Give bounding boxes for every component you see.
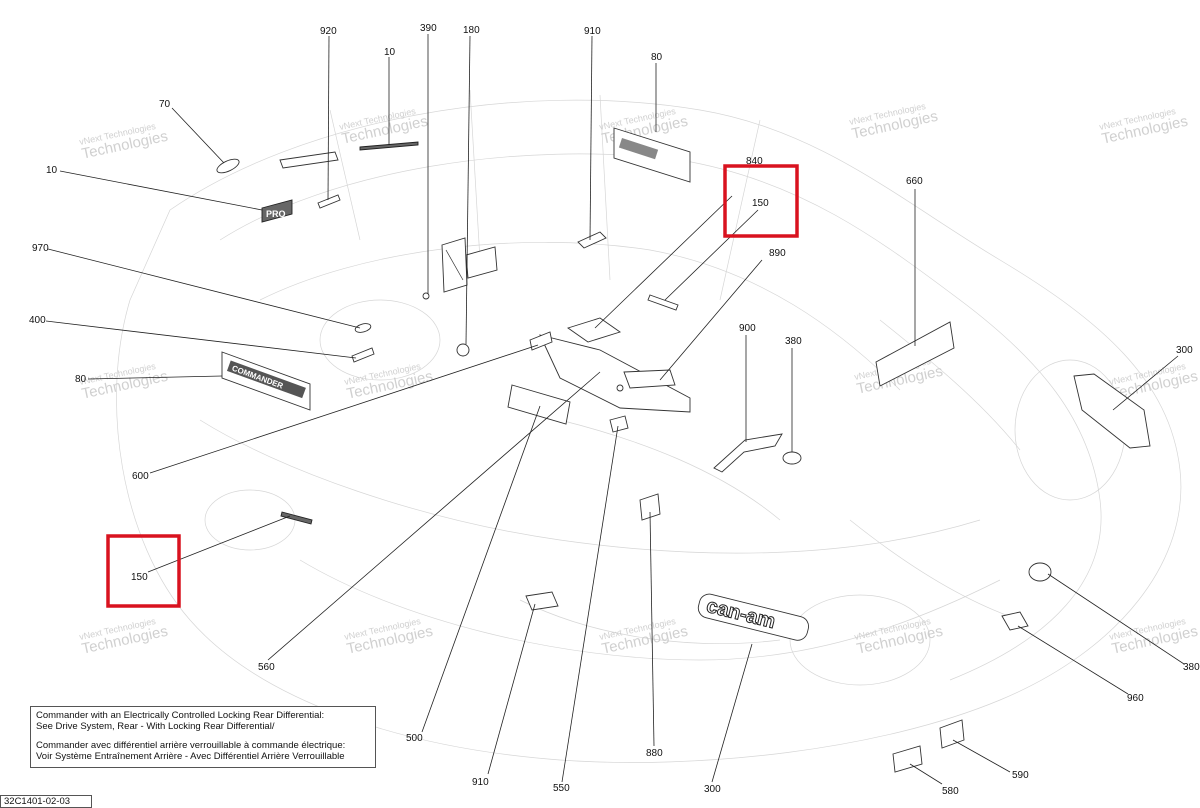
drawing-code: 32C1401-02-03: [0, 795, 92, 808]
ref-label[interactable]: 80: [75, 374, 87, 385]
decal-960[interactable]: [1001, 611, 1029, 631]
decal-920[interactable]: [279, 151, 339, 169]
decal-380-top[interactable]: [782, 451, 802, 465]
ref-label[interactable]: 150: [131, 572, 148, 583]
decal-180-disc[interactable]: [456, 343, 470, 357]
ref-label[interactable]: 390: [420, 23, 437, 34]
highlight-box-150-top: [723, 164, 799, 238]
ref-label[interactable]: 890: [769, 248, 786, 259]
decal-890[interactable]: [623, 369, 676, 389]
decal-390-hatch: [445, 249, 464, 281]
ref-label[interactable]: 900: [739, 323, 756, 334]
decal-parts: PRO COMMANDER: [215, 127, 1151, 773]
ref-label[interactable]: 920: [320, 26, 337, 37]
ref-label[interactable]: 10: [46, 165, 58, 176]
ref-label[interactable]: 960: [1127, 693, 1144, 704]
decal-910-top[interactable]: [577, 231, 607, 249]
ref-label[interactable]: 500: [406, 733, 423, 744]
decal-commander[interactable]: COMMANDER: [221, 351, 311, 411]
decal-840[interactable]: [566, 317, 622, 343]
decal-550-square[interactable]: [609, 415, 629, 433]
note-fr-line1: Commander avec différentiel arrière verr…: [36, 740, 346, 751]
decal-920-small[interactable]: [317, 194, 341, 209]
highlight-box-150-left: [106, 534, 181, 608]
ref-label[interactable]: 600: [132, 471, 149, 482]
ref-label[interactable]: 880: [646, 748, 663, 759]
ref-label[interactable]: 840: [746, 156, 763, 167]
note-en-line1: Commander with an Electrically Controlle…: [36, 710, 325, 721]
ref-label[interactable]: 580: [942, 786, 959, 797]
ref-label[interactable]: 380: [1183, 662, 1200, 673]
note-fr-line2: Voir Système Entraînement Arrière - Avec…: [36, 751, 345, 762]
decal-500[interactable]: [507, 384, 571, 425]
decal-590[interactable]: [939, 719, 965, 749]
decal-150-top[interactable]: [647, 294, 679, 311]
ref-label[interactable]: 550: [553, 783, 570, 794]
ref-label[interactable]: 910: [584, 26, 601, 37]
decal-pro[interactable]: PRO: [261, 199, 293, 223]
decal-880[interactable]: [639, 493, 661, 521]
ref-label[interactable]: 180: [463, 25, 480, 36]
decal-150-left[interactable]: [280, 511, 313, 525]
decal-70[interactable]: [215, 156, 241, 175]
ref-label[interactable]: 10: [384, 47, 396, 58]
decal-400[interactable]: [351, 347, 375, 363]
ref-label[interactable]: 590: [1012, 770, 1029, 781]
ref-label[interactable]: 300: [704, 784, 721, 795]
vehicle-ghost-outline: [116, 89, 1182, 763]
ref-label[interactable]: 400: [29, 315, 46, 326]
decal-center-dot[interactable]: [616, 384, 624, 392]
decal-860-panel[interactable]: [539, 334, 691, 413]
decal-390-dot[interactable]: [422, 292, 430, 300]
decal-390-card-b[interactable]: [465, 246, 498, 279]
decal-10-strip[interactable]: [359, 141, 419, 151]
ref-label[interactable]: 150: [752, 198, 769, 209]
ref-label[interactable]: 560: [258, 662, 275, 673]
decal-pro-text: PRO: [266, 209, 286, 219]
ref-label[interactable]: 910: [472, 777, 489, 788]
ref-label[interactable]: 300: [1176, 345, 1193, 356]
decal-300-right[interactable]: [1073, 373, 1151, 449]
decal-380-bottom[interactable]: [1028, 562, 1052, 582]
decal-80-top-band: [618, 137, 659, 160]
decal-580[interactable]: [892, 745, 923, 773]
decal-900[interactable]: [713, 433, 783, 473]
decal-can-am[interactable]: can-am: [696, 592, 810, 642]
ref-label[interactable]: 660: [906, 176, 923, 187]
leader-lines: [45, 34, 1185, 785]
decal-660[interactable]: [875, 321, 955, 387]
ref-label[interactable]: 80: [651, 52, 663, 63]
decal-910-bottom[interactable]: [525, 591, 559, 611]
decal-can-am-text: can-am: [704, 595, 777, 633]
note-en-line2: See Drive System, Rear - With Locking Re…: [36, 721, 275, 732]
ref-label[interactable]: 380: [785, 336, 802, 347]
ref-label[interactable]: 70: [159, 99, 171, 110]
decal-970[interactable]: [354, 322, 372, 334]
differential-note-box: Commander with an Electrically Controlle…: [30, 706, 376, 768]
reference-labels: 920 10 390 180 910 80 70 10 840 150 660 …: [29, 23, 1200, 797]
ref-label[interactable]: 970: [32, 243, 49, 254]
